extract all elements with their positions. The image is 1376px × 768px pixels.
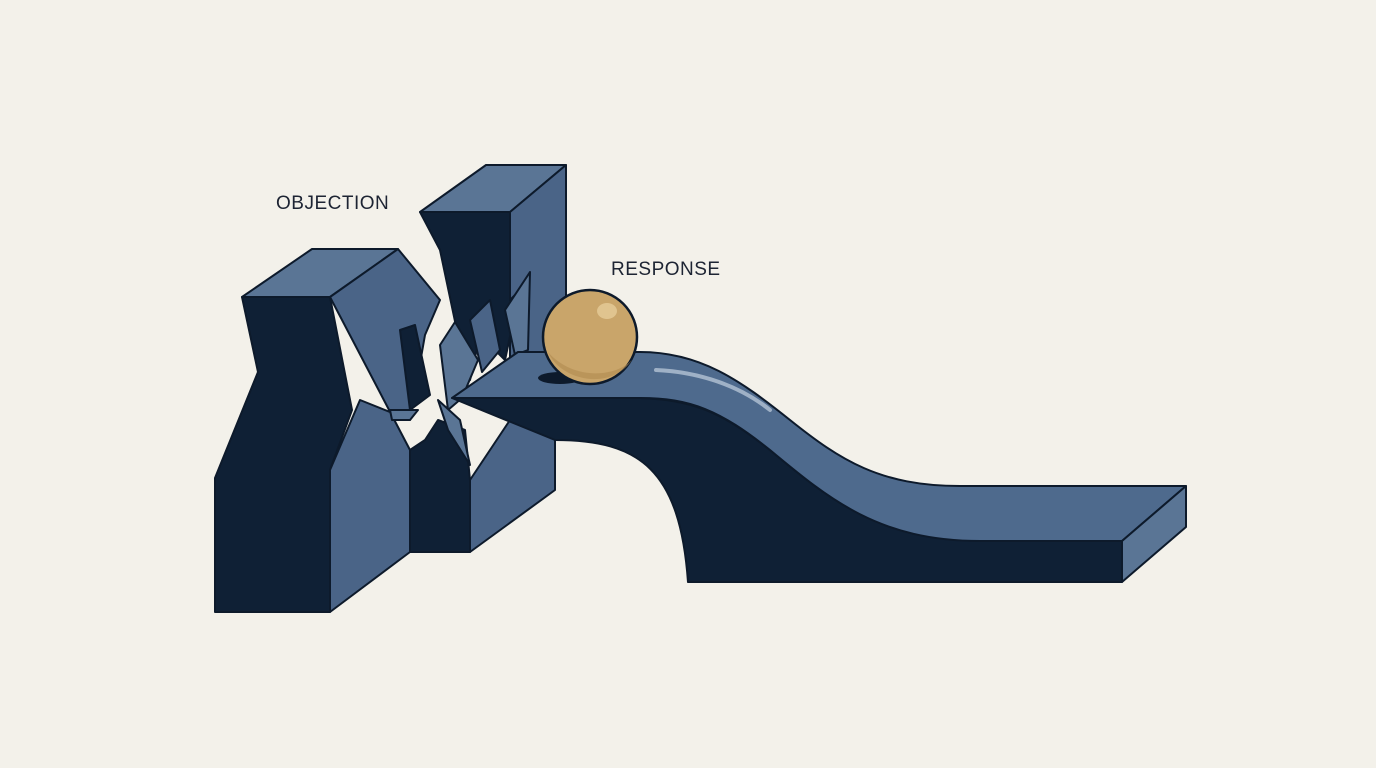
front-column-side [329, 248, 441, 613]
response-ball [538, 288, 639, 386]
response-label: RESPONSE [611, 259, 721, 280]
ball-shade [548, 352, 632, 380]
ramp-end-cap [1121, 485, 1187, 583]
fracture-shard-5 [437, 399, 471, 466]
fracture-shard-1 [399, 324, 431, 411]
front-column [214, 248, 441, 613]
response-ramp [451, 351, 1187, 583]
objection-label: OBJECTION [276, 193, 390, 214]
ramp-highlight [654, 368, 772, 412]
fracture-middle [389, 271, 531, 553]
ball-body [541, 288, 639, 386]
fracture-shard-6 [504, 271, 531, 356]
ball-highlight [597, 303, 617, 319]
fracture-shard-4 [389, 409, 419, 421]
fracture-shard-2 [439, 321, 479, 411]
fracture-shard-3 [469, 299, 501, 373]
